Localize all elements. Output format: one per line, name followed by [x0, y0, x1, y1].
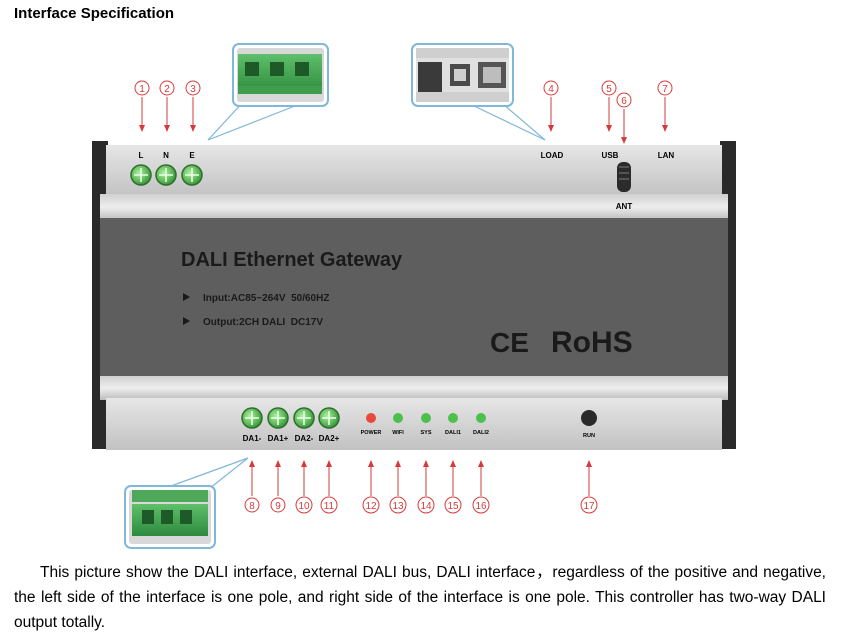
svg-text:1: 1 [139, 84, 145, 95]
port-label-load: LOAD [541, 151, 564, 160]
bullet-icon [183, 317, 190, 325]
antenna-icon [617, 162, 631, 192]
callout-14: 14 [417, 460, 435, 514]
svg-text:7: 7 [662, 84, 668, 95]
led-label-wifi: WIFI [392, 430, 404, 436]
callout-11: 11 [320, 460, 338, 514]
led-label-dali1: DALI1 [445, 430, 461, 436]
port-label-da2-pos: DA2+ [319, 434, 340, 443]
page-title: Interface Specification [14, 5, 175, 22]
rohs-mark: RoHS [551, 326, 633, 359]
run-button [581, 410, 597, 426]
svg-text:12: 12 [365, 501, 377, 512]
sys-led [421, 413, 431, 423]
svg-text:16: 16 [475, 501, 487, 512]
output-spec: Output:2CH DALI DC17V [203, 317, 323, 328]
led-label-power: POWER [361, 430, 382, 436]
callout-4: 4 [543, 80, 559, 132]
callout-9: 9 [270, 460, 286, 513]
callout-8: 8 [244, 460, 260, 513]
ce-mark: CE [490, 327, 529, 358]
port-label-da1-neg: DA1- [243, 434, 262, 443]
callout-16: 16 [472, 460, 490, 514]
port-label-n: N [163, 151, 169, 160]
description-paragraph: This picture show the DALI interface, ex… [14, 564, 826, 631]
svg-text:13: 13 [392, 501, 404, 512]
run-label: RUN [583, 433, 595, 439]
port-label-lan: LAN [658, 151, 675, 160]
port-label-e: E [189, 151, 195, 160]
svg-text:6: 6 [621, 96, 627, 107]
dali1-led [448, 413, 458, 423]
svg-text:17: 17 [583, 501, 595, 512]
port-label-da1-pos: DA1+ [268, 434, 289, 443]
svg-text:10: 10 [298, 501, 310, 512]
power-led [366, 413, 376, 423]
callout-2: 2 [159, 80, 175, 132]
device-name: DALI Ethernet Gateway [181, 249, 403, 271]
callout-5: 5 [601, 80, 617, 132]
callout-10: 10 [295, 460, 313, 514]
input-spec: Input:AC85~264V 50/60HZ [203, 293, 329, 304]
callout-1: 1 [134, 80, 150, 132]
zoom-inset-power-terminal [207, 43, 329, 141]
svg-text:11: 11 [324, 501, 335, 512]
svg-text:8: 8 [249, 501, 255, 512]
callout-6: 6 [616, 92, 632, 144]
wifi-led [393, 413, 403, 423]
svg-text:15: 15 [447, 501, 459, 512]
port-label-ant: ANT [616, 202, 633, 211]
zoom-inset-dali-terminal [124, 457, 249, 549]
gateway-housing [92, 141, 736, 450]
callout-15: 15 [444, 460, 462, 514]
port-label-da2-neg: DA2- [295, 434, 314, 443]
callout-17: 17 [580, 460, 598, 514]
svg-text:2: 2 [164, 84, 170, 95]
svg-text:9: 9 [275, 501, 281, 512]
port-label-usb: USB [602, 151, 619, 160]
callout-13: 13 [389, 460, 407, 514]
callout-3: 3 [185, 80, 201, 132]
port-label-l: L [139, 151, 144, 160]
svg-text:3: 3 [190, 84, 196, 95]
svg-text:5: 5 [606, 84, 612, 95]
zoom-inset-usb-lan [411, 43, 546, 141]
svg-text:14: 14 [420, 501, 432, 512]
dali2-led [476, 413, 486, 423]
callout-12: 12 [362, 460, 380, 514]
bullet-icon [183, 293, 190, 301]
led-label-dali2: DALI2 [473, 430, 489, 436]
device-diagram: DALI Ethernet Gateway Input:AC85~264V 50… [92, 43, 736, 549]
led-label-sys: SYS [420, 430, 431, 436]
dali-terminal-block [241, 407, 340, 429]
callout-7: 7 [657, 80, 673, 132]
power-terminal-block [130, 164, 203, 186]
svg-text:4: 4 [548, 84, 554, 95]
